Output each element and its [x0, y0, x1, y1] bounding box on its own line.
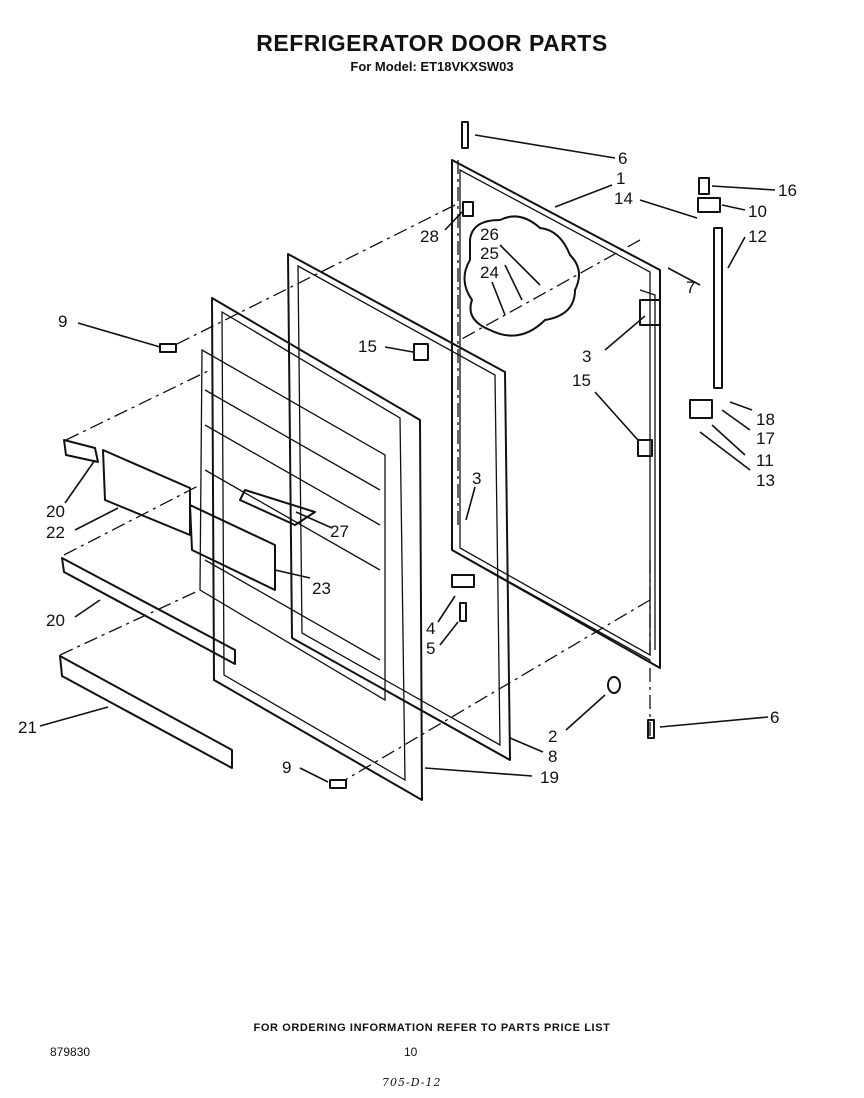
screw-5 [459, 602, 467, 622]
callout-label: 15 [572, 371, 591, 390]
align-line-4 [344, 599, 651, 781]
shelf-front-21 [59, 655, 233, 769]
diagram-title: REFRIGERATOR DOOR PARTS [256, 30, 608, 56]
callout-label: 22 [46, 523, 65, 542]
callout-label: 26 [480, 225, 499, 244]
door-liner [199, 297, 423, 801]
callout-label: 3 [472, 469, 481, 488]
callout-label: 16 [778, 181, 797, 200]
spacer-15-right [637, 439, 653, 457]
callout-label: 10 [748, 202, 767, 221]
bin-front-22 [102, 449, 191, 536]
model-subtitle: For Model: ET18VKXSW03 [350, 59, 514, 74]
plug-28 [462, 201, 474, 217]
handwritten-code: 705-D-12 [382, 1076, 442, 1089]
callout-label: 14 [614, 189, 633, 208]
bin-front-23 [189, 504, 276, 591]
screw-6-top [461, 121, 469, 149]
ordering-note: FOR ORDERING INFORMATION REFER TO PARTS … [253, 1022, 611, 1034]
align-line-1 [174, 204, 456, 346]
align-line-7 [63, 484, 201, 556]
leader-lines [39, 134, 776, 783]
hinge-bracket-4 [451, 574, 475, 588]
door-handle-12 [713, 227, 723, 389]
screw-9-top [159, 343, 177, 353]
callout-label: 28 [420, 227, 439, 246]
screw-9-bottom [329, 779, 347, 789]
callout-label: 21 [18, 718, 37, 737]
callout-label: 9 [282, 758, 291, 777]
align-line-6 [65, 369, 211, 441]
callout-label: 18 [756, 410, 775, 429]
callout-label: 20 [46, 502, 65, 521]
callout-label: 15 [358, 337, 377, 356]
callout-label: 24 [480, 263, 499, 282]
spacer-15-left [413, 343, 429, 361]
butter-door-27 [239, 489, 316, 526]
callout-label: 23 [312, 579, 331, 598]
callout-label: 13 [756, 471, 775, 490]
shelf-bar-20-bottom [61, 557, 236, 665]
shelf-bar-20-top [63, 439, 99, 463]
callout-label: 17 [756, 429, 775, 448]
door-gasket [287, 253, 511, 761]
callout-label: 1 [616, 169, 625, 188]
handle-mount-10 [697, 197, 721, 213]
handle-screw-16 [698, 177, 710, 195]
callout-label: 6 [770, 708, 779, 727]
align-line-2 [459, 239, 641, 341]
callout-label: 7 [686, 278, 695, 297]
align-line-8 [59, 589, 201, 656]
callout-label: 27 [330, 522, 349, 541]
callout-label: 4 [426, 619, 435, 638]
callout-label: 5 [426, 639, 435, 658]
callout-label: 6 [618, 149, 627, 168]
callout-label: 11 [756, 451, 774, 470]
callout-label: 19 [540, 768, 559, 787]
callout-label: 25 [480, 244, 499, 263]
screw-6-bottom [647, 719, 655, 739]
callout-label: 2 [548, 727, 557, 746]
insulation-cloud [463, 215, 580, 337]
callout-label: 3 [582, 347, 591, 366]
document-number: 879830 [50, 1045, 91, 1059]
callout-label: 20 [46, 611, 65, 630]
bushing-2 [607, 676, 621, 694]
callout-label: 9 [58, 312, 67, 331]
callout-label: 8 [548, 747, 557, 766]
page-number: 10 [404, 1045, 418, 1059]
callout-label: 12 [748, 227, 767, 246]
handle-mount-11 [689, 399, 713, 419]
hinge-pin-3-top [639, 299, 661, 326]
